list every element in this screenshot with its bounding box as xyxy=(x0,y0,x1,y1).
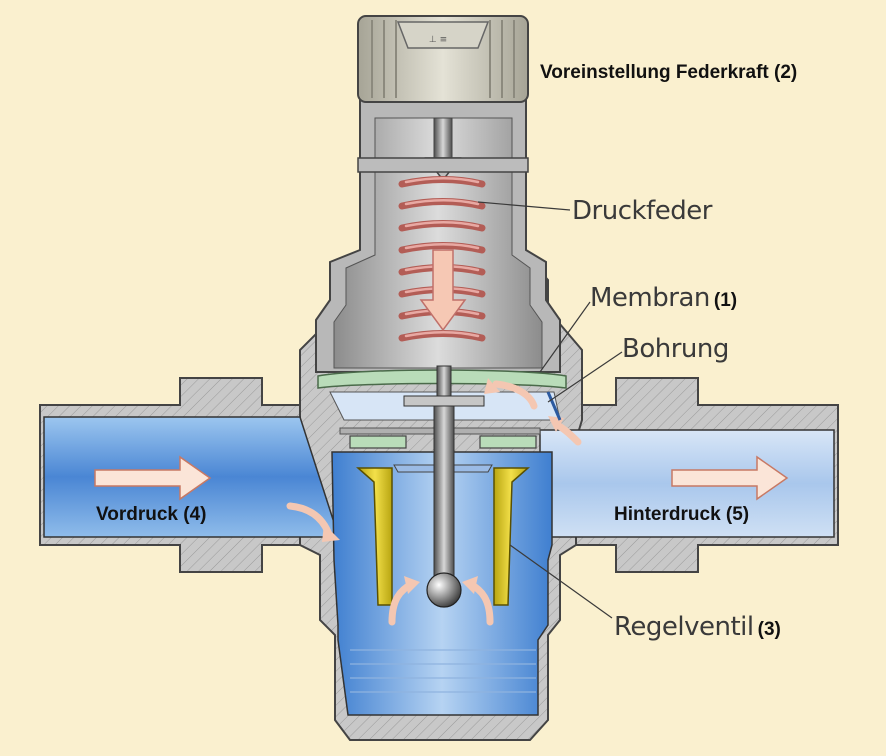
label-inlet-pressure: Vordruck (4) xyxy=(96,504,207,525)
valve-insert xyxy=(356,464,530,606)
label-valve-number: (3) xyxy=(757,619,781,640)
valve-stem xyxy=(403,365,485,608)
label-membrane: Membran(1) xyxy=(590,283,737,313)
label-spring: Druckfeder xyxy=(572,196,712,226)
adjusting-screw xyxy=(357,117,529,182)
label-control-valve: Regelventil(3) xyxy=(614,612,781,642)
flow-arrows xyxy=(94,455,789,501)
bore-channel xyxy=(546,391,562,421)
label-spring-preset: Voreinstellung Federkraft (2) xyxy=(540,62,798,83)
spring-force-arrow xyxy=(419,249,467,332)
label-bore: Bohrung xyxy=(622,334,729,364)
svg-text:⊥ ≡: ⊥ ≡ xyxy=(429,35,447,45)
leader-lines xyxy=(477,201,623,619)
label-membrane-text: Membran xyxy=(590,283,710,313)
valve-seat-left xyxy=(349,435,407,449)
valve-seat-right xyxy=(479,435,537,449)
adjusting-cap: ⊥ ≡ xyxy=(357,15,529,103)
label-valve-text: Regelventil xyxy=(614,612,754,642)
label-membrane-number: (1) xyxy=(713,290,738,311)
label-outlet-pressure: Hinterdruck (5) xyxy=(614,504,750,525)
